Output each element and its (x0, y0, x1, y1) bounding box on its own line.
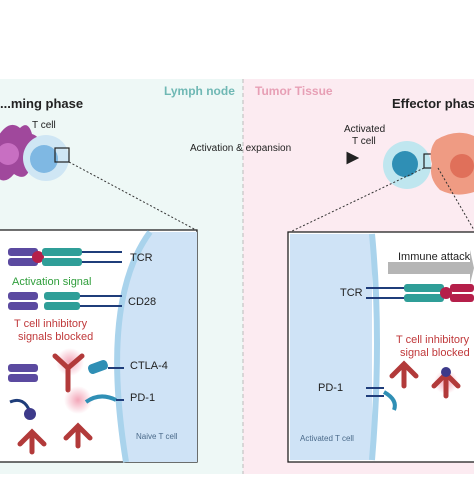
zoom-box-left (54, 147, 70, 163)
effector-phase-header: Effector phase (392, 96, 474, 111)
inhibitory-blocked-right-2: signal blocked (400, 347, 470, 359)
immune-attack-arrow (388, 250, 474, 284)
tumor-cell (430, 132, 474, 195)
activated-t-cell-membrane-label: Activated T cell (300, 434, 354, 443)
naive-t-cell-membrane (117, 232, 197, 462)
zoom-line-right (289, 167, 425, 233)
tcr-complex-left (8, 248, 122, 266)
region-title-lymph-node: Lymph node (164, 84, 235, 98)
inhibitory-blocked-left-2: signals blocked (18, 331, 94, 343)
activated-t-cell-label-1: Activated (344, 124, 386, 135)
activated-t-cell (383, 141, 439, 189)
inhibitory-blocked-left-1: T cell inhibitory (14, 318, 88, 330)
activation-expansion-label: Activation & expansion (190, 143, 292, 154)
tcr-label-left: TCR (130, 252, 153, 264)
tcr-complex-right (366, 284, 474, 302)
activated-t-cell-membrane (290, 234, 372, 460)
naive-t-cell-label: Naive T cell (136, 432, 178, 441)
inhibitory-blocked-right-1: T cell inhibitory (396, 334, 470, 346)
tcr-label-right: TCR (340, 287, 363, 299)
pd1-label-left: PD-1 (130, 392, 156, 404)
t-cell-label: T cell (32, 120, 56, 131)
pd1-complex-left (9, 386, 124, 455)
pd1-complex-right (366, 360, 461, 411)
priming-phase-header: ...ming phase (0, 96, 84, 111)
naive-t-cell (23, 135, 69, 181)
zoom-line-left (68, 161, 197, 231)
activation-signal-label: Activation signal (12, 276, 92, 288)
ctla4-label: CTLA-4 (130, 360, 168, 372)
cd28-complex (8, 292, 122, 310)
ctla4-complex (8, 348, 124, 393)
region-title-tumor-tissue: Tumor Tissue (255, 84, 333, 98)
pd1-label-right: PD-1 (318, 382, 344, 394)
immune-attack-label: Immune attack (398, 251, 471, 263)
activated-t-cell-label-2: T cell (352, 136, 376, 147)
cd28-label: CD28 (128, 296, 157, 308)
